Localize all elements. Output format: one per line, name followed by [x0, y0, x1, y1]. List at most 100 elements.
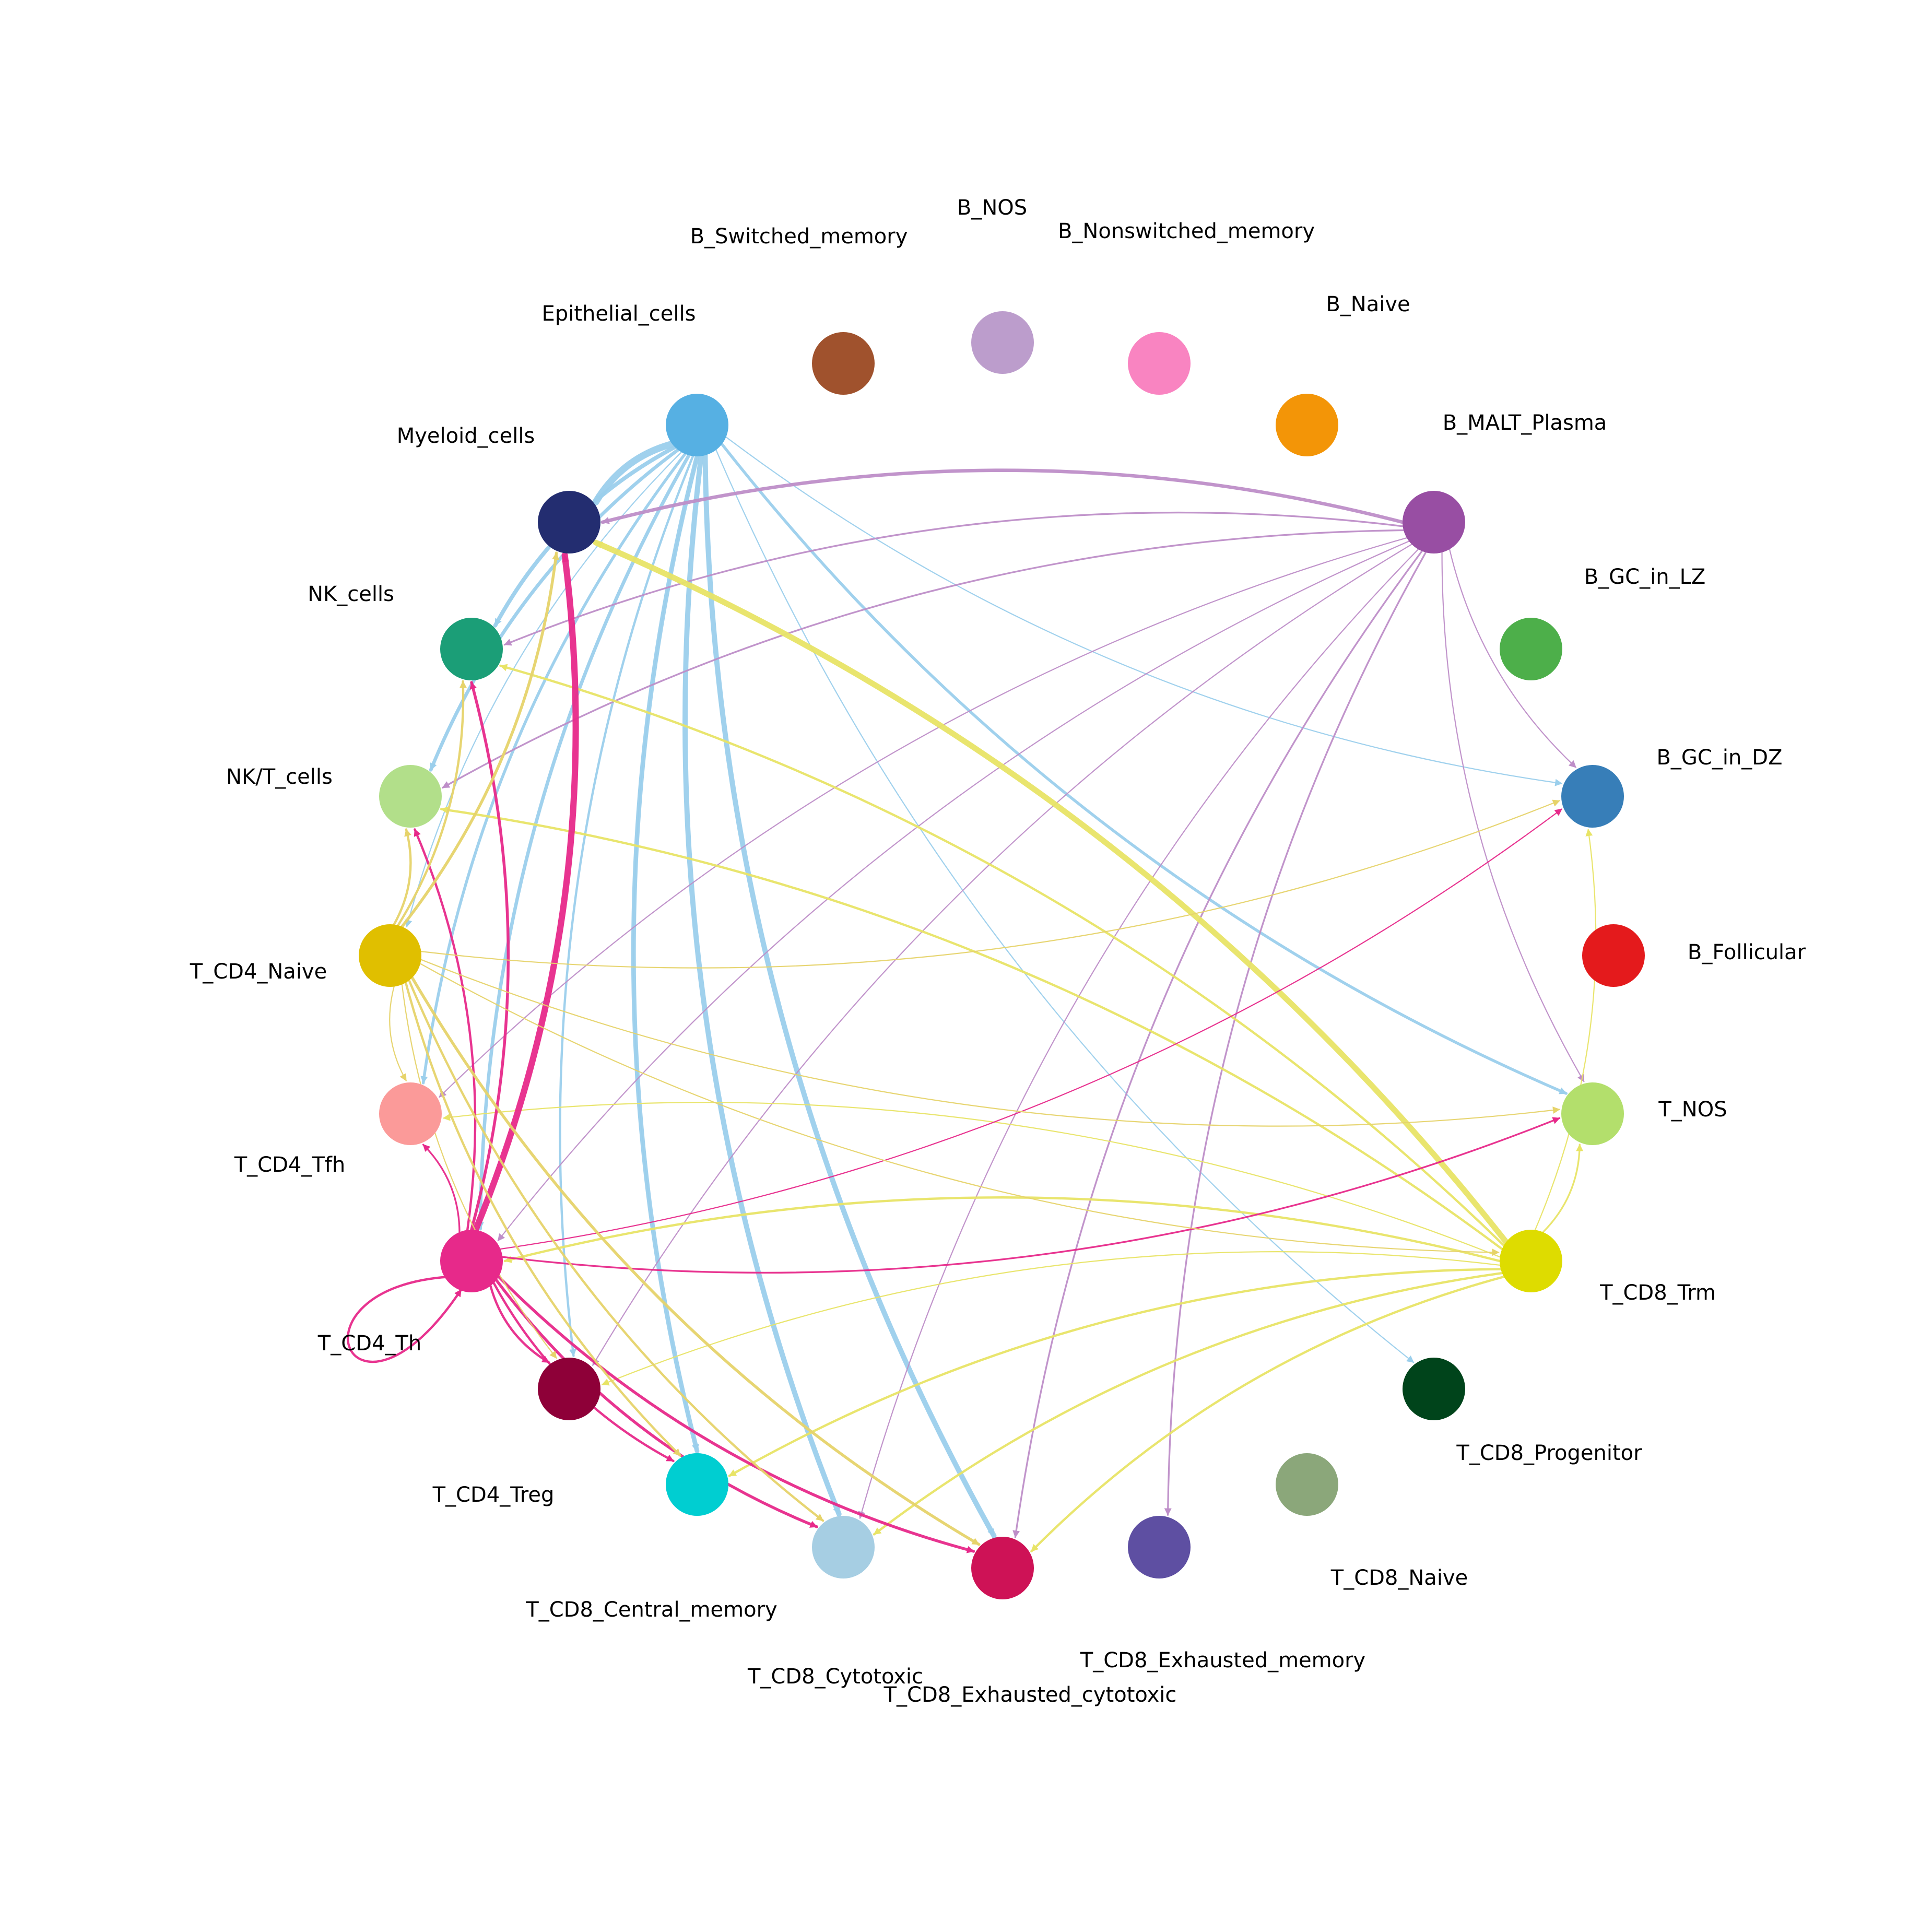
edge-Epithelial-cells-to-T-NOS [720, 442, 1568, 1095]
edge-T-CD8-Trm-to-Myeloid-dark [593, 539, 1509, 1245]
node-label-T-CD8-Cytotoxic: T_CD8_Cytotoxic [747, 1665, 923, 1689]
edge-Epithelial-cells-to-NK-cells [429, 448, 680, 772]
node-Myeloid-dark [538, 491, 600, 553]
edge-T-CD4-Tfh-to-Myeloid-cells [469, 681, 510, 1231]
edge-Epithelial-cells-to-T-CD4-Th [559, 455, 694, 1357]
edge-T-CD8-Trm-to-B-GC-in-DZ [1534, 829, 1597, 1231]
edge-Epithelial-cells-to-T-CD8-Progenitor [715, 449, 1415, 1363]
node-label-B-Follicular: B_Follicular [1688, 940, 1806, 964]
node-label-NK-T-cells: NK/T_cells [226, 765, 333, 789]
node-label-T-CD4-Th: T_CD4_Th [317, 1332, 421, 1356]
node-label-T-CD4-Naive: T_CD4_Naive [190, 960, 327, 984]
edge-T-CD8-Trm-to-T-CD4-Naive [443, 1102, 1501, 1258]
edge-Epithelial-cells-to-Myeloid-dark [592, 440, 676, 505]
edge-NK-T-cells-to-T-CD8-Central-memory [404, 981, 682, 1457]
node-B-NOS [971, 311, 1034, 374]
node-B-Follicular [1582, 924, 1645, 987]
node-NK-T-cells [359, 924, 421, 987]
edge-B-MALT-Plasma-to-B-GC-in-DZ [1448, 548, 1577, 768]
edge-T-CD4-Tfh-to-T-CD4-Naive [422, 1144, 461, 1233]
edge-T-CD8-Trm-to-T-CD4-Tfh [503, 1196, 1501, 1263]
node-label-NK-cells: NK_cells [308, 582, 394, 606]
edge-T-CD8-Trm-to-NK-cells [440, 806, 1503, 1251]
node-T-CD8-Exhausted-cytotoxic [971, 1537, 1034, 1599]
node-label-B-GC-in-DZ: B_GC_in_DZ [1656, 746, 1782, 770]
edge-NK-T-cells-to-B-GC-in-DZ [420, 799, 1560, 969]
edge-B-MALT-Plasma-to-Myeloid-cells [503, 511, 1404, 646]
edge-Epithelial-cells-to-T-CD8-Exhausted-cytotoxic [702, 453, 997, 1539]
edge-T-CD4-Tfh-to-Myeloid-dark [472, 552, 579, 1233]
node-T-NOS [1561, 1082, 1624, 1145]
edge-B-MALT-Plasma-to-T-CD8-Exhausted-cytotoxic [1012, 550, 1423, 1538]
edge-T-CD4-Tfh-to-T-CD4-Tfh [347, 1275, 463, 1363]
edge-T-CD8-Trm-to-Myeloid-cells [499, 664, 1505, 1247]
edge-T-CD8-Trm-to-T-CD8-Cytotoxic [873, 1271, 1503, 1536]
label-layer: Epithelial_cellsB_Switched_memoryB_NOSB_… [190, 196, 1806, 1707]
node-label-Myeloid-cells: Myeloid_cells [397, 424, 535, 448]
node-T-CD8-Progenitor [1403, 1358, 1465, 1420]
node-Epithelial-cells [666, 394, 728, 456]
node-label-T-CD8-Central-memory: T_CD8_Central_memory [525, 1598, 777, 1622]
node-label-T-CD8-Naive: T_CD8_Naive [1330, 1566, 1468, 1590]
edge-Epithelial-cells-to-B-GC-in-DZ [725, 436, 1563, 786]
node-label-T-CD4-Tfh: T_CD4_Tfh [234, 1153, 345, 1177]
node-label-B-NOS: B_NOS [957, 196, 1027, 220]
node-label-B-Nonswitched-memory: B_Nonswitched_memory [1058, 219, 1315, 243]
node-T-CD4-Treg [666, 1453, 728, 1516]
edge-NK-T-cells-to-NK-cells [393, 828, 412, 926]
edge-Epithelial-cells-to-T-CD8-Central-memory [631, 454, 700, 1454]
edge-NK-T-cells-to-T-NOS [420, 959, 1560, 1127]
node-label-B-GC-in-LZ: B_GC_in_LZ [1584, 565, 1706, 589]
node-B-Naive [1276, 394, 1338, 456]
edge-NK-T-cells-to-Myeloid-dark [400, 551, 559, 928]
node-NK-cells [379, 765, 442, 828]
node-T-CD4-Th [538, 1358, 600, 1420]
edge-B-MALT-Plasma-to-T-CD8-Cytotoxic [858, 548, 1419, 1519]
node-label-T-CD4-Treg: T_CD4_Treg [432, 1483, 555, 1507]
node-Myeloid-cells [440, 618, 503, 680]
edge-T-CD4-Tfh-to-T-CD8-Cytotoxic [494, 1278, 819, 1528]
edge-NK-T-cells-to-T-CD4-Naive [389, 986, 407, 1081]
edge-Epithelial-cells-to-T-CD4-Tfh [476, 453, 691, 1231]
node-T-CD8-Exhausted-memory [1128, 1516, 1191, 1578]
node-T-CD8-Trm [1500, 1230, 1562, 1292]
edge-Epithelial-cells-to-T-CD4-Naive [420, 452, 687, 1085]
node-label-T-NOS: T_NOS [1658, 1098, 1727, 1122]
edge-T-CD8-Trm-to-T-CD8-Central-memory [728, 1268, 1502, 1477]
edge-T-CD8-Trm-to-T-CD4-Th [602, 1251, 1501, 1386]
edge-T-CD4-Tfh-to-T-CD4-Th [489, 1285, 550, 1364]
node-T-CD8-Cytotoxic [812, 1516, 875, 1578]
edge-B-MALT-Plasma-to-NK-cells [442, 529, 1405, 789]
node-T-CD4-Tfh [440, 1230, 503, 1292]
edge-NK-T-cells-to-T-CD4-Th [401, 984, 557, 1359]
edge-NK-T-cells-to-Myeloid-cells [397, 680, 467, 927]
node-B-GC-in-LZ [1500, 618, 1562, 680]
edge-NK-T-cells-to-T-CD8-Trm [419, 963, 1500, 1256]
node-label-T-CD8-Progenitor: T_CD8_Progenitor [1456, 1441, 1642, 1465]
node-B-GC-in-DZ [1561, 765, 1624, 828]
node-label-B-Switched-memory: B_Switched_memory [690, 225, 908, 249]
node-label-T-CD8-Trm: T_CD8_Trm [1599, 1281, 1716, 1305]
edge-T-CD4-Tfh-to-T-NOS [501, 1117, 1561, 1274]
node-B-MALT-Plasma [1403, 491, 1465, 553]
edge-layer [347, 436, 1597, 1553]
edge-T-CD8-Trm-to-T-CD8-Exhausted-cytotoxic [1030, 1275, 1505, 1553]
node-B-Nonswitched-memory [1128, 332, 1191, 395]
node-T-CD8-Naive [1276, 1453, 1338, 1516]
edge-B-MALT-Plasma-to-T-CD4-Naive [439, 537, 1408, 1098]
edge-NK-T-cells-to-T-CD8-Cytotoxic [408, 979, 824, 1522]
node-T-CD4-Naive [379, 1082, 442, 1145]
edge-T-CD8-Trm-to-T-NOS [1542, 1144, 1584, 1233]
edge-T-CD4-Tfh-to-B-GC-in-DZ [500, 808, 1563, 1250]
node-label-T-CD8-Exhausted-cytotoxic: T_CD8_Exhausted_cytotoxic [883, 1683, 1177, 1707]
edge-T-CD4-Tfh-to-NK-cells [414, 828, 477, 1231]
node-label-T-CD8-Exhausted-memory: T_CD8_Exhausted_memory [1080, 1648, 1365, 1672]
edge-B-MALT-Plasma-to-T-NOS [1441, 551, 1585, 1082]
edge-NK-T-cells-to-T-CD8-Exhausted-cytotoxic [410, 976, 981, 1546]
edge-T-CD4-Tfh-to-T-CD8-Exhausted-cytotoxic [497, 1275, 975, 1553]
edge-B-MALT-Plasma-to-Myeloid-dark [600, 468, 1405, 524]
node-label-B-MALT-Plasma: B_MALT_Plasma [1443, 411, 1607, 435]
node-B-Switched-memory [812, 332, 875, 395]
edge-Epithelial-cells-to-T-CD8-Cytotoxic [682, 453, 842, 1517]
